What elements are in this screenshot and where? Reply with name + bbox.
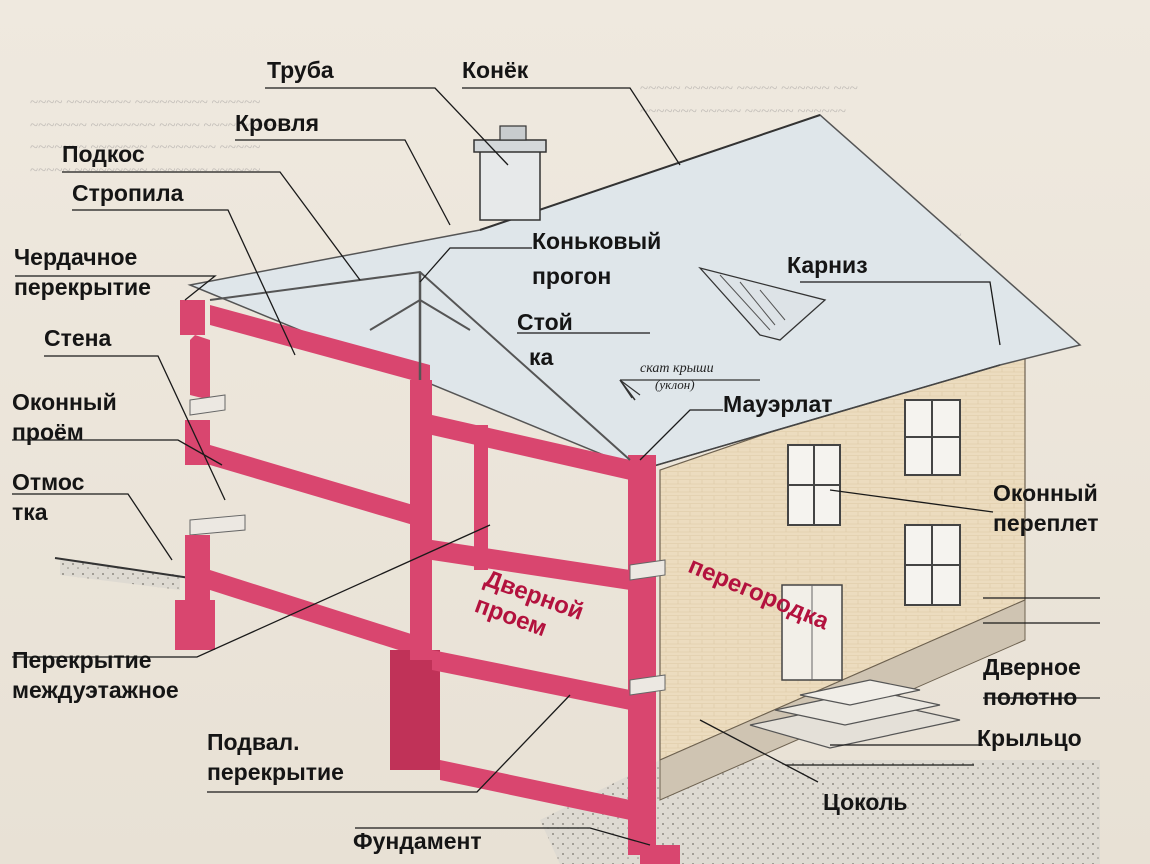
dormer-lines: [719, 274, 786, 331]
label-post: Стой ка: [517, 305, 573, 374]
attic-floor-section: [210, 305, 430, 385]
strut-right: [419, 299, 471, 331]
label-door-leaf-line2: полотно: [983, 684, 1078, 711]
wall-lower-section: [185, 535, 210, 600]
label-foundation: Фундамент: [353, 828, 482, 854]
foundation-left: [175, 600, 215, 650]
strut-left: [369, 299, 421, 331]
background-page-text: ~~~~ ~~~~~~~~ ~~~~~~~~~ ~~~~~~ ~~~~~~~ ~…: [30, 95, 281, 179]
label-door-leaf: Дверное полотно: [983, 652, 1081, 713]
label-attic-floor-line2: перекрытие: [14, 274, 151, 301]
partition-wall: [474, 425, 488, 570]
center-wall: [410, 380, 432, 660]
wall-top-section: [180, 300, 205, 335]
label-interfloor-slab-line2: междуэтажное: [12, 677, 179, 704]
label-ridge-purlin-line1: Коньковый: [532, 228, 662, 254]
porch-step-3: [799, 679, 921, 706]
label-blind-area-line1: Отмос: [12, 469, 85, 495]
right-outer-wall: [628, 455, 656, 855]
label-ridge-purlin: Коньковый прогон: [532, 224, 661, 293]
label-roofing: Кровля: [235, 110, 320, 136]
label-attic-floor-line1: Чердачное: [14, 244, 138, 270]
chimney-cap: [473, 139, 547, 153]
label-rafters: Стропила: [72, 180, 184, 206]
leader-lines: [12, 87, 1100, 846]
label-chimney: Труба: [267, 57, 334, 83]
window-sill-upper: [189, 394, 226, 416]
chimney: [479, 149, 541, 221]
eave-line: [639, 364, 1001, 471]
label-post-line1: Стой: [517, 309, 573, 335]
label-interfloor-slab-line1: Перекрытие: [12, 647, 152, 673]
window-sill-lower: [189, 514, 246, 536]
chimney-top: [499, 125, 527, 141]
label-post-line2: ка: [529, 343, 554, 370]
label-window-frame-line1: Оконный: [993, 480, 1098, 506]
roof-slope-text: скат крыши: [640, 361, 714, 376]
basement-slab: [440, 760, 630, 820]
label-attic-floor: Чердачное перекрытие: [14, 242, 151, 303]
label-basement-slab-line1: Подвал.: [207, 729, 300, 755]
label-window-opening-line1: Оконный: [12, 389, 117, 415]
label-wall: Стена: [44, 325, 112, 351]
label-ridge: Конёк: [462, 57, 529, 83]
background-page-text: ~~~~~ ~~~~~~ ~~~~~ ~~~~~~ ~~~ ~~~~~~~ ~~…: [640, 81, 858, 120]
ground-left: [60, 560, 180, 590]
label-interfloor-slab: Перекрытие междуэтажное: [12, 645, 179, 706]
windows: [787, 399, 961, 606]
label-mauerlat: Мауэрлат: [723, 391, 833, 417]
sill-right-1: [629, 559, 666, 581]
label-basement-slab-line2: перекрытие: [207, 759, 344, 786]
floor-slab-2: [210, 570, 430, 660]
label-window-frame: Оконный переплет: [993, 478, 1098, 539]
roof-slope-note: скат крыши (уклон): [619, 361, 760, 401]
label-basement-slab: Подвал. перекрытие: [207, 727, 344, 788]
label-blind-area-line2: тка: [12, 499, 48, 526]
foundation-center: [390, 650, 440, 770]
wall-upper-section: [190, 335, 210, 400]
label-cornice: Карниз: [787, 252, 868, 278]
label-strut: Подкос: [62, 141, 145, 167]
label-window-opening: Оконный проём: [12, 387, 117, 448]
floor-slab-right-lower: [432, 650, 630, 710]
label-door-leaf-line1: Дверное: [983, 654, 1081, 680]
ground-line: [54, 557, 191, 579]
label-ridge-purlin-line2: прогон: [532, 262, 612, 289]
foundation-right: [640, 845, 680, 864]
label-window-opening-line2: проём: [12, 419, 84, 446]
roof-slope-subtext: (уклон): [655, 377, 695, 392]
sill-right-2: [629, 674, 666, 696]
label-blind-area: Отмос тка: [12, 467, 84, 528]
label-porch: Крыльцо: [977, 725, 1082, 751]
dormer: [698, 266, 827, 341]
label-plinth: Цоколь: [823, 789, 908, 815]
floor-slab-1: [210, 445, 430, 530]
label-window-frame-line2: переплет: [993, 510, 1099, 537]
